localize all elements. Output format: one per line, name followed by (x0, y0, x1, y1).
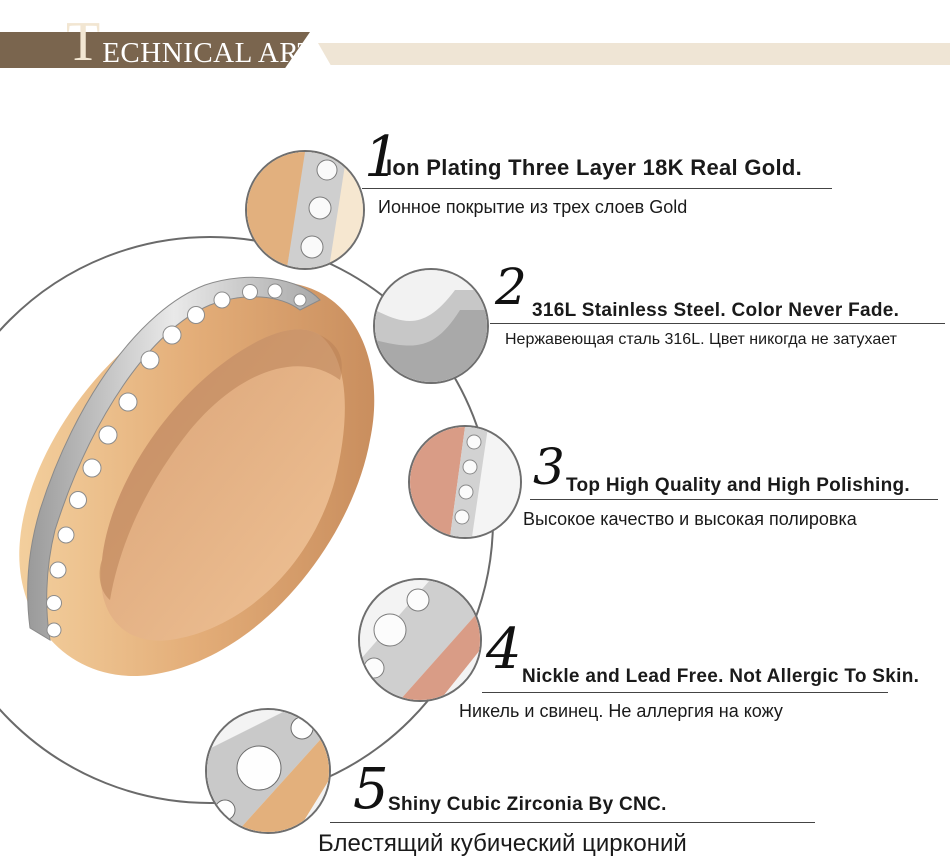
feature-number-1: 1 (364, 125, 400, 190)
feature-title-5: Shiny Cubic Zirconia By CNC. (388, 794, 667, 815)
detail-zoom-2 (373, 268, 489, 384)
feature-title-2: 316L Stainless Steel. Color Never Fade. (532, 300, 900, 321)
feature-number-3: 3 (533, 438, 565, 496)
section-title-initial: T (66, 11, 101, 73)
feature-divider-1 (362, 188, 832, 189)
detail-zoom-1 (245, 150, 365, 270)
feature-number-5: 5 (353, 757, 389, 822)
section-title: T ECHNICAL ART (66, 14, 316, 70)
feature-subtitle-4: Никель и свинец. Не аллергия на кожу (459, 701, 783, 721)
feature-title-4: Nickle and Lead Free. Not Allergic To Sk… (522, 666, 920, 687)
header-band (0, 32, 310, 68)
feature-divider-5 (330, 822, 815, 823)
detail-zoom-4 (358, 578, 482, 702)
feature-number-4: 4 (486, 617, 522, 682)
header-strip (318, 43, 950, 65)
feature-divider-4 (482, 692, 888, 693)
detail-zoom-5 (205, 708, 331, 834)
feature-divider-2 (490, 323, 945, 324)
detail-zoom-3 (408, 425, 522, 539)
feature-subtitle-3: Высокое качество и высокая полировка (523, 509, 857, 529)
feature-divider-3 (530, 499, 938, 500)
section-title-text: ECHNICAL ART (102, 37, 316, 69)
feature-subtitle-1: Ионное покрытие из трех слоев Gold (378, 197, 688, 217)
feature-number-2: 2 (495, 258, 527, 316)
feature-subtitle-2: Нержавеющая сталь 316L. Цвет никогда не … (505, 331, 897, 348)
feature-title-3: Top High Quality and High Polishing. (566, 475, 910, 496)
feature-subtitle-5: Блестящий кубический цирконий (318, 830, 687, 857)
ring-image (19, 276, 375, 677)
feature-title-1: Ion Plating Three Layer 18K Real Gold. (386, 155, 803, 180)
